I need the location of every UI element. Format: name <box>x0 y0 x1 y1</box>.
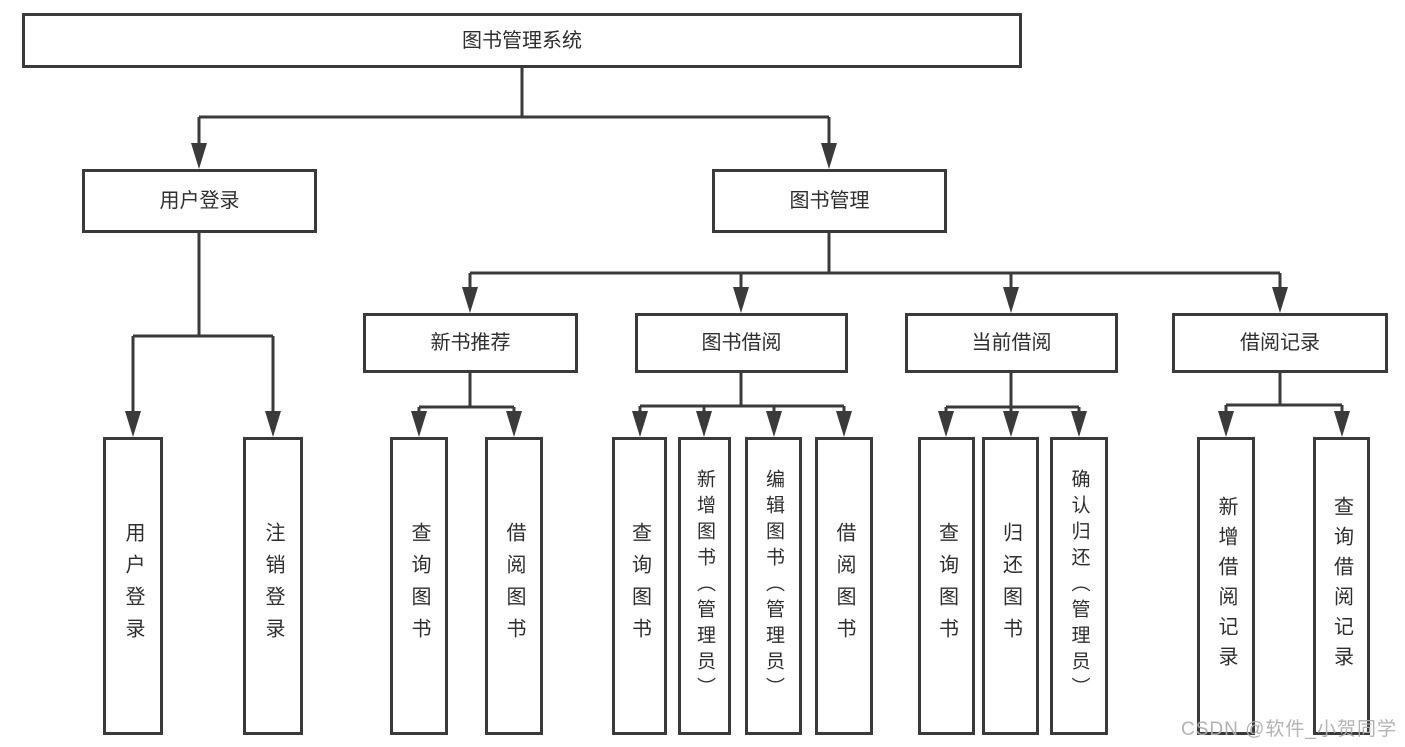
leaf-query-books: 查询图书 <box>918 437 975 735</box>
arrowhead <box>632 411 648 437</box>
arrowhead <box>733 287 749 313</box>
arrowhead <box>462 287 478 313</box>
arrowhead <box>696 411 712 437</box>
arrowhead <box>1071 411 1087 437</box>
leaf-edit-books-admin: 编辑图书（管理员） <box>745 437 802 735</box>
edge-borrow-to-leaves <box>638 373 846 413</box>
edge-rec-to-leaves <box>417 373 516 413</box>
leaf-add-books-admin: 新增图书（管理员） <box>678 437 731 735</box>
node-new-book-recommend: 新书推荐 <box>363 313 578 373</box>
arrowhead <box>1218 411 1234 437</box>
arrowhead <box>1272 287 1288 313</box>
arrowhead <box>821 143 837 169</box>
leaf-confirm-return-admin: 确认归还（管理员） <box>1050 437 1108 735</box>
node-user-login: 用户登录 <box>82 169 317 233</box>
leaf-query-books: 查询图书 <box>612 437 667 735</box>
arrowhead <box>125 411 141 437</box>
node-root-system: 图书管理系统 <box>22 13 1022 68</box>
leaf-logout: 注销登录 <box>243 437 303 735</box>
arrowhead <box>1003 287 1019 313</box>
leaf-borrow-books: 借阅图书 <box>485 437 543 735</box>
arrowhead <box>836 411 852 437</box>
edge-mgmt-to-level3 <box>468 233 1282 289</box>
arrowhead <box>191 143 207 169</box>
csdn-watermark: CSDN @软件_小贺同学 <box>1181 719 1397 740</box>
leaf-add-borrow-record: 新增借阅记录 <box>1197 437 1255 735</box>
arrowhead <box>766 411 782 437</box>
leaf-query-borrow-record: 查询借阅记录 <box>1313 437 1370 735</box>
leaf-return-books: 归还图书 <box>982 437 1039 735</box>
leaf-borrow-books: 借阅图书 <box>815 437 873 735</box>
edge-login-to-leaves <box>131 233 275 413</box>
node-book-management: 图书管理 <box>712 169 947 233</box>
arrowhead <box>938 411 954 437</box>
edge-root-to-level2 <box>197 68 831 145</box>
edge-records-to-leaves <box>1224 373 1344 413</box>
arrowhead <box>1334 411 1350 437</box>
arrowhead <box>265 411 281 437</box>
edge-current-to-leaves <box>944 373 1081 413</box>
arrowhead <box>506 411 522 437</box>
leaf-query-books: 查询图书 <box>390 437 448 735</box>
node-book-borrowing: 图书借阅 <box>635 313 848 373</box>
node-borrowing-records: 借阅记录 <box>1172 313 1388 373</box>
arrowhead <box>1003 411 1019 437</box>
node-current-borrowing: 当前借阅 <box>905 313 1118 373</box>
leaf-user-login: 用户登录 <box>103 437 163 735</box>
arrowhead <box>411 411 427 437</box>
